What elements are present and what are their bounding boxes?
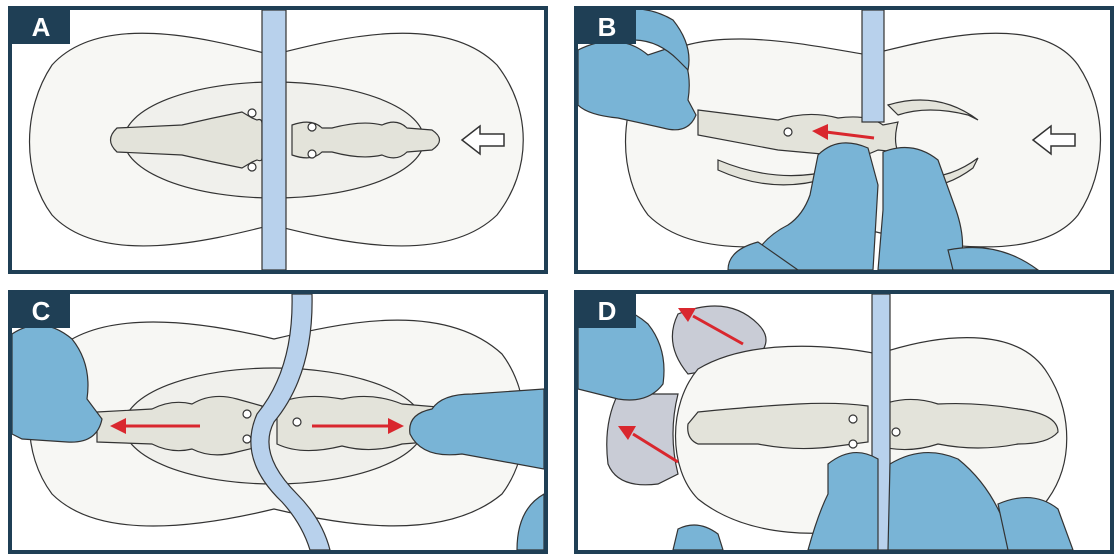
panel-label-b: B <box>578 10 636 44</box>
hand-glove-icon <box>517 494 544 550</box>
panel-d: D <box>574 290 1114 554</box>
panel-b-illustration <box>578 10 1110 270</box>
panel-a: A <box>8 6 548 274</box>
hand-glove-icon <box>998 498 1073 550</box>
flange <box>688 403 868 448</box>
panel-d-illustration <box>578 294 1110 550</box>
panel-label-c: C <box>12 294 70 328</box>
hand-glove-icon <box>673 525 723 550</box>
panel-a-illustration <box>12 10 544 270</box>
tube <box>262 10 286 270</box>
panel-c-illustration <box>12 294 544 550</box>
panel-label-d: D <box>578 294 636 328</box>
hand-glove-icon <box>948 248 1038 271</box>
panel-c: C <box>8 290 548 554</box>
tube <box>862 10 884 122</box>
panel-b: B <box>574 6 1114 274</box>
panel-label-a: A <box>12 10 70 44</box>
